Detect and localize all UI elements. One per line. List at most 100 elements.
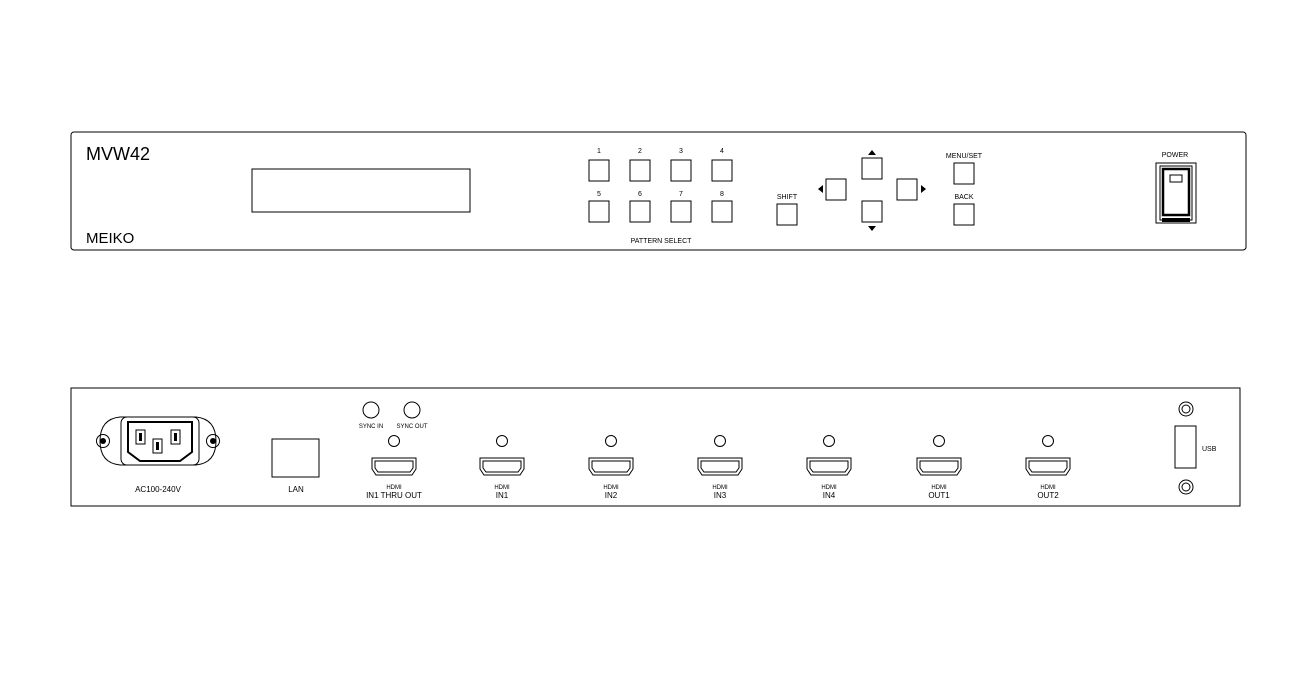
hdmi-in1-label-2: IN1 <box>496 491 509 500</box>
hdmi-in4-connector[interactable] <box>806 457 852 476</box>
hdmi-in3-led <box>714 435 726 447</box>
pattern-button-4-label: 4 <box>720 148 724 155</box>
front-panel: MVW42 MEIKO 1 2 3 4 5 6 7 8 PATTERN SELE… <box>70 131 1247 251</box>
hdmi-port-in4: HDMI IN4 <box>806 435 852 500</box>
pattern-button-7-label: 7 <box>679 191 683 198</box>
hdmi-port-out1: HDMI OUT1 <box>916 435 962 500</box>
left-button[interactable] <box>825 178 847 201</box>
sync-in-connector[interactable] <box>362 401 380 419</box>
ac-pin-earth <box>152 438 163 454</box>
hdmi-out2-led <box>1042 435 1054 447</box>
down-button[interactable] <box>861 200 883 223</box>
pattern-button-4[interactable] <box>711 159 733 182</box>
hdmi-out2-connector[interactable] <box>1025 457 1071 476</box>
usb-screw-top-icon <box>1178 401 1194 417</box>
lcd-display <box>251 168 471 213</box>
up-button[interactable] <box>861 157 883 180</box>
hdmi-in3-label-2: IN3 <box>714 491 727 500</box>
sync-out-label: SYNC OUT <box>396 424 427 430</box>
power-switch[interactable] <box>1155 162 1197 224</box>
pattern-select-label: PATTERN SELECT <box>631 238 693 245</box>
usb-screw-bottom-icon <box>1178 479 1194 495</box>
hdmi-in1-connector[interactable] <box>479 457 525 476</box>
hdmi-in3-connector-inner <box>700 460 740 473</box>
right-button[interactable] <box>896 178 918 201</box>
brand-name: MEIKO <box>86 230 134 247</box>
back-label: BACK <box>954 194 973 201</box>
hdmi-in3-connector[interactable] <box>697 457 743 476</box>
rear-panel: AC100-240V LAN SYNC IN SYNC OUT HDMI IN1… <box>70 387 1241 507</box>
power-switch-frame <box>1159 165 1193 221</box>
arrow-left-icon <box>818 185 823 193</box>
hdmi-in4-label-1: HDMI <box>821 485 837 491</box>
power-switch-indicator <box>1169 174 1183 183</box>
usb-screw-top-inner <box>1181 404 1191 414</box>
arrow-right-icon <box>921 185 926 193</box>
ac-pin-earth-core <box>156 442 159 450</box>
menu-set-label: MENU/SET <box>946 153 983 160</box>
hdmi-in4-connector-inner <box>809 460 849 473</box>
usb-port[interactable] <box>1174 425 1197 469</box>
hdmi-out1-label-2: OUT1 <box>928 491 950 500</box>
hdmi-in2-led <box>605 435 617 447</box>
hdmi-out2-label-1: HDMI <box>1040 485 1056 491</box>
menu-set-button[interactable] <box>953 162 975 185</box>
pattern-buttons: 1 2 3 4 5 6 7 8 PATTERN SELECT <box>588 148 733 245</box>
ac-pin-right-core <box>174 433 177 441</box>
lan-label: LAN <box>288 485 304 494</box>
hdmi-in2-connector[interactable] <box>588 457 634 476</box>
hdmi-thru-label-2: IN1 THRU OUT <box>366 491 422 500</box>
power-switch-base <box>1162 218 1190 222</box>
rear-panel-outline <box>70 387 1241 507</box>
hdmi-thru-connector-inner <box>374 460 414 473</box>
pattern-button-1[interactable] <box>588 159 610 182</box>
lan-port[interactable] <box>271 438 320 478</box>
direction-pad <box>818 150 926 231</box>
pattern-button-5[interactable] <box>588 200 610 223</box>
arrow-down-icon <box>868 226 876 231</box>
hdmi-out1-connector-inner <box>919 460 959 473</box>
power-switch-bezel <box>1155 162 1197 224</box>
hdmi-in4-label-2: IN4 <box>823 491 836 500</box>
hdmi-in4-led <box>823 435 835 447</box>
sync-out-connector[interactable] <box>403 401 421 419</box>
hdmi-thru-led <box>388 435 400 447</box>
hdmi-in2-connector-inner <box>591 460 631 473</box>
pattern-button-3[interactable] <box>670 159 692 182</box>
hdmi-out1-label-1: HDMI <box>931 485 947 491</box>
sync-in-label: SYNC IN <box>359 424 383 430</box>
pattern-button-2-label: 2 <box>638 148 642 155</box>
ac-screw-right-icon <box>206 434 220 448</box>
shift-label: SHIFT <box>777 194 798 201</box>
pattern-button-1-label: 1 <box>597 148 601 155</box>
ac-screw-left-dot <box>100 438 106 444</box>
pattern-button-8[interactable] <box>711 200 733 223</box>
hdmi-port-in3: HDMI IN3 <box>697 435 743 500</box>
hdmi-in1-led <box>496 435 508 447</box>
pattern-button-7[interactable] <box>670 200 692 223</box>
ac-socket-inner <box>127 421 193 462</box>
back-button[interactable] <box>953 203 975 226</box>
ac-label: AC100-240V <box>135 485 181 494</box>
hdmi-thru-connector[interactable] <box>371 457 417 476</box>
shift-button[interactable] <box>776 203 798 226</box>
pattern-button-5-label: 5 <box>597 191 601 198</box>
hdmi-out2-connector-inner <box>1028 460 1068 473</box>
hdmi-in1-label-1: HDMI <box>494 485 510 491</box>
power-switch-rocker <box>1161 167 1191 217</box>
hdmi-thru-label-1: HDMI <box>386 485 402 491</box>
pattern-button-6[interactable] <box>629 200 651 223</box>
ac-pin-right <box>170 429 181 445</box>
hdmi-in1-connector-inner <box>482 460 522 473</box>
hdmi-out1-connector[interactable] <box>916 457 962 476</box>
hdmi-out1-led <box>933 435 945 447</box>
hdmi-port-out2: HDMI OUT2 <box>1025 435 1071 500</box>
ac-inlet: AC100-240V <box>96 416 220 494</box>
hdmi-port-in1: HDMI IN1 <box>479 435 525 500</box>
pattern-button-2[interactable] <box>629 159 651 182</box>
hdmi-in2-label-2: IN2 <box>605 491 618 500</box>
hdmi-in2-label-1: HDMI <box>603 485 619 491</box>
hdmi-out2-label-2: OUT2 <box>1037 491 1059 500</box>
pattern-button-3-label: 3 <box>679 148 683 155</box>
